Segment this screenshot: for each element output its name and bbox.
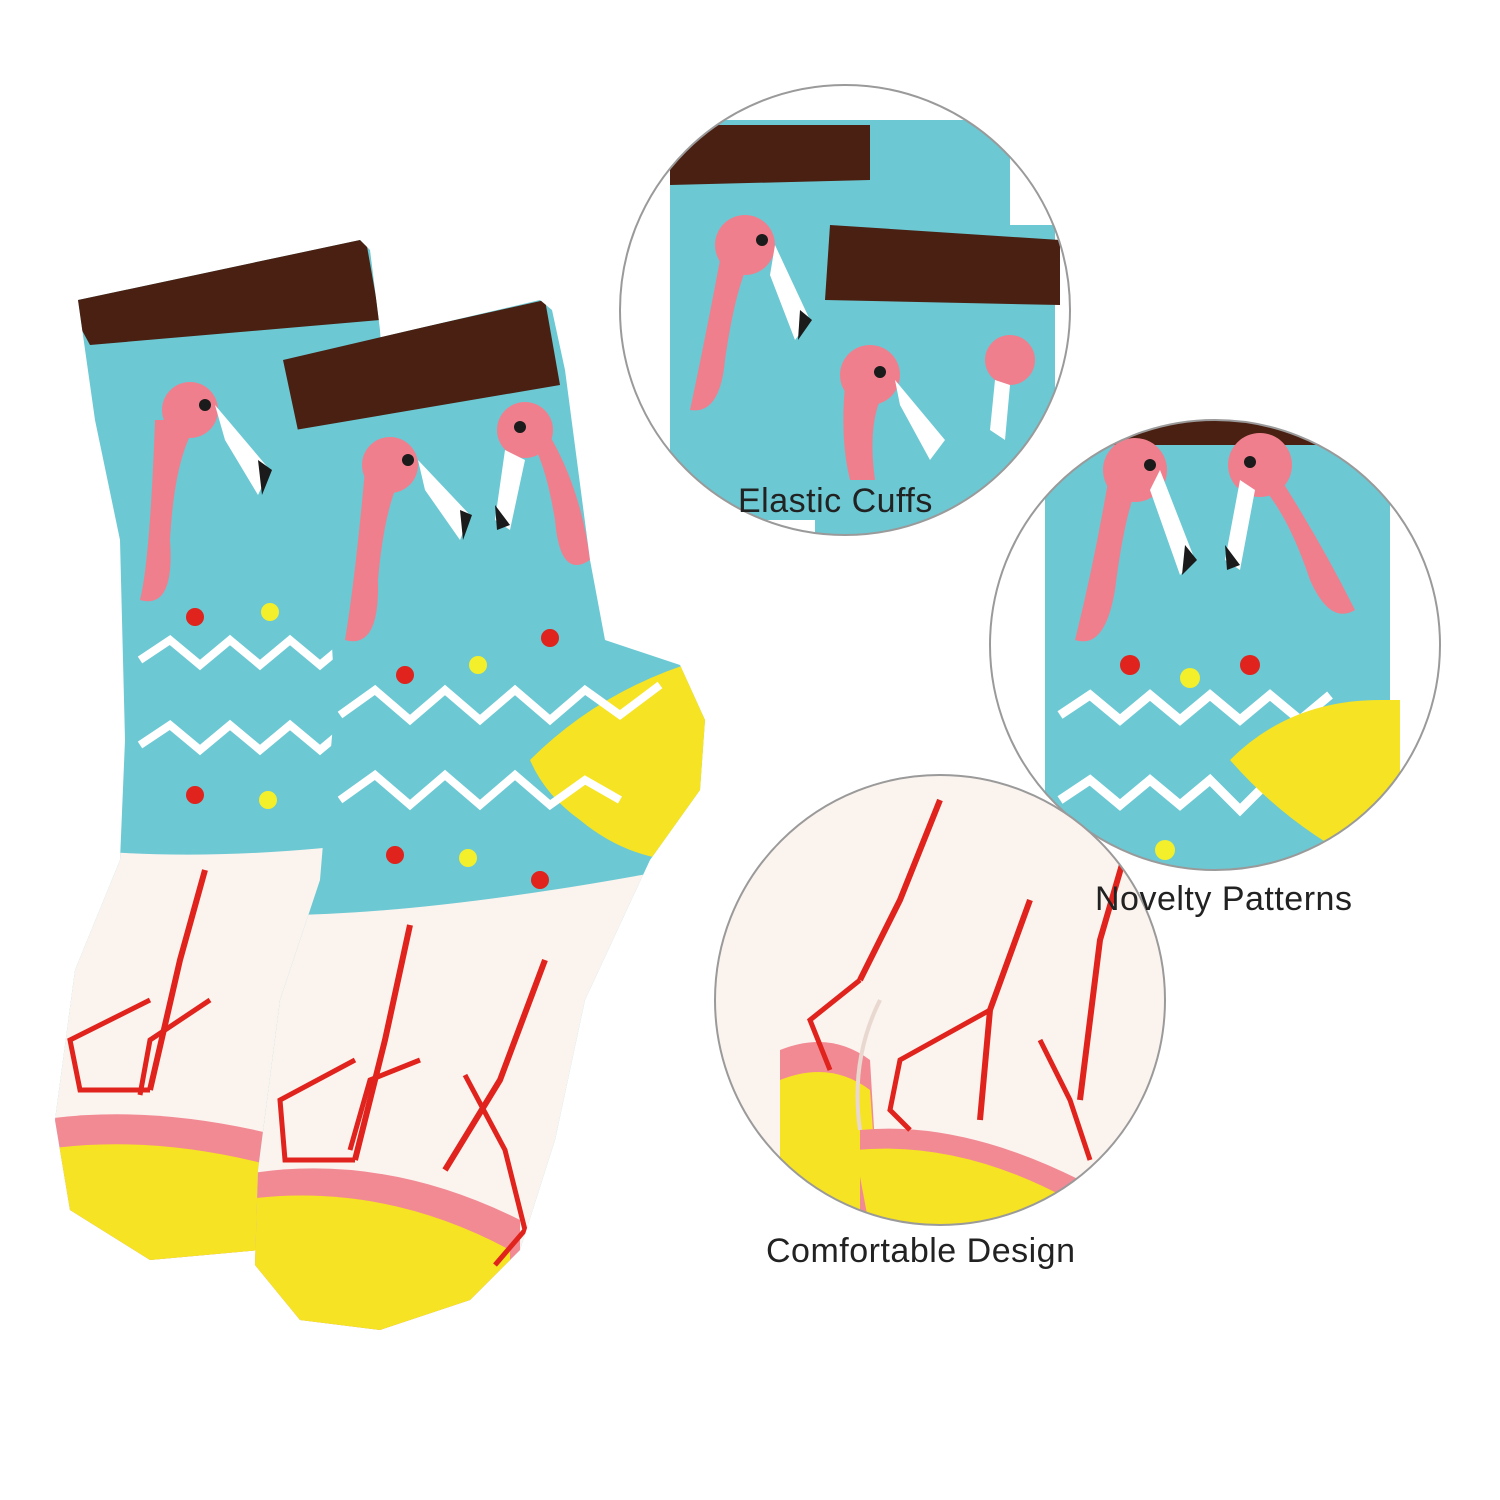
zoom-circle-design (714, 774, 1166, 1226)
zoom-circle-cuffs (619, 84, 1071, 536)
caption-comfortable-design: Comfortable Design (766, 1232, 1076, 1270)
caption-novelty-patterns: Novelty Patterns (1095, 880, 1353, 918)
caption-elastic-cuffs: Elastic Cuffs (738, 482, 933, 520)
